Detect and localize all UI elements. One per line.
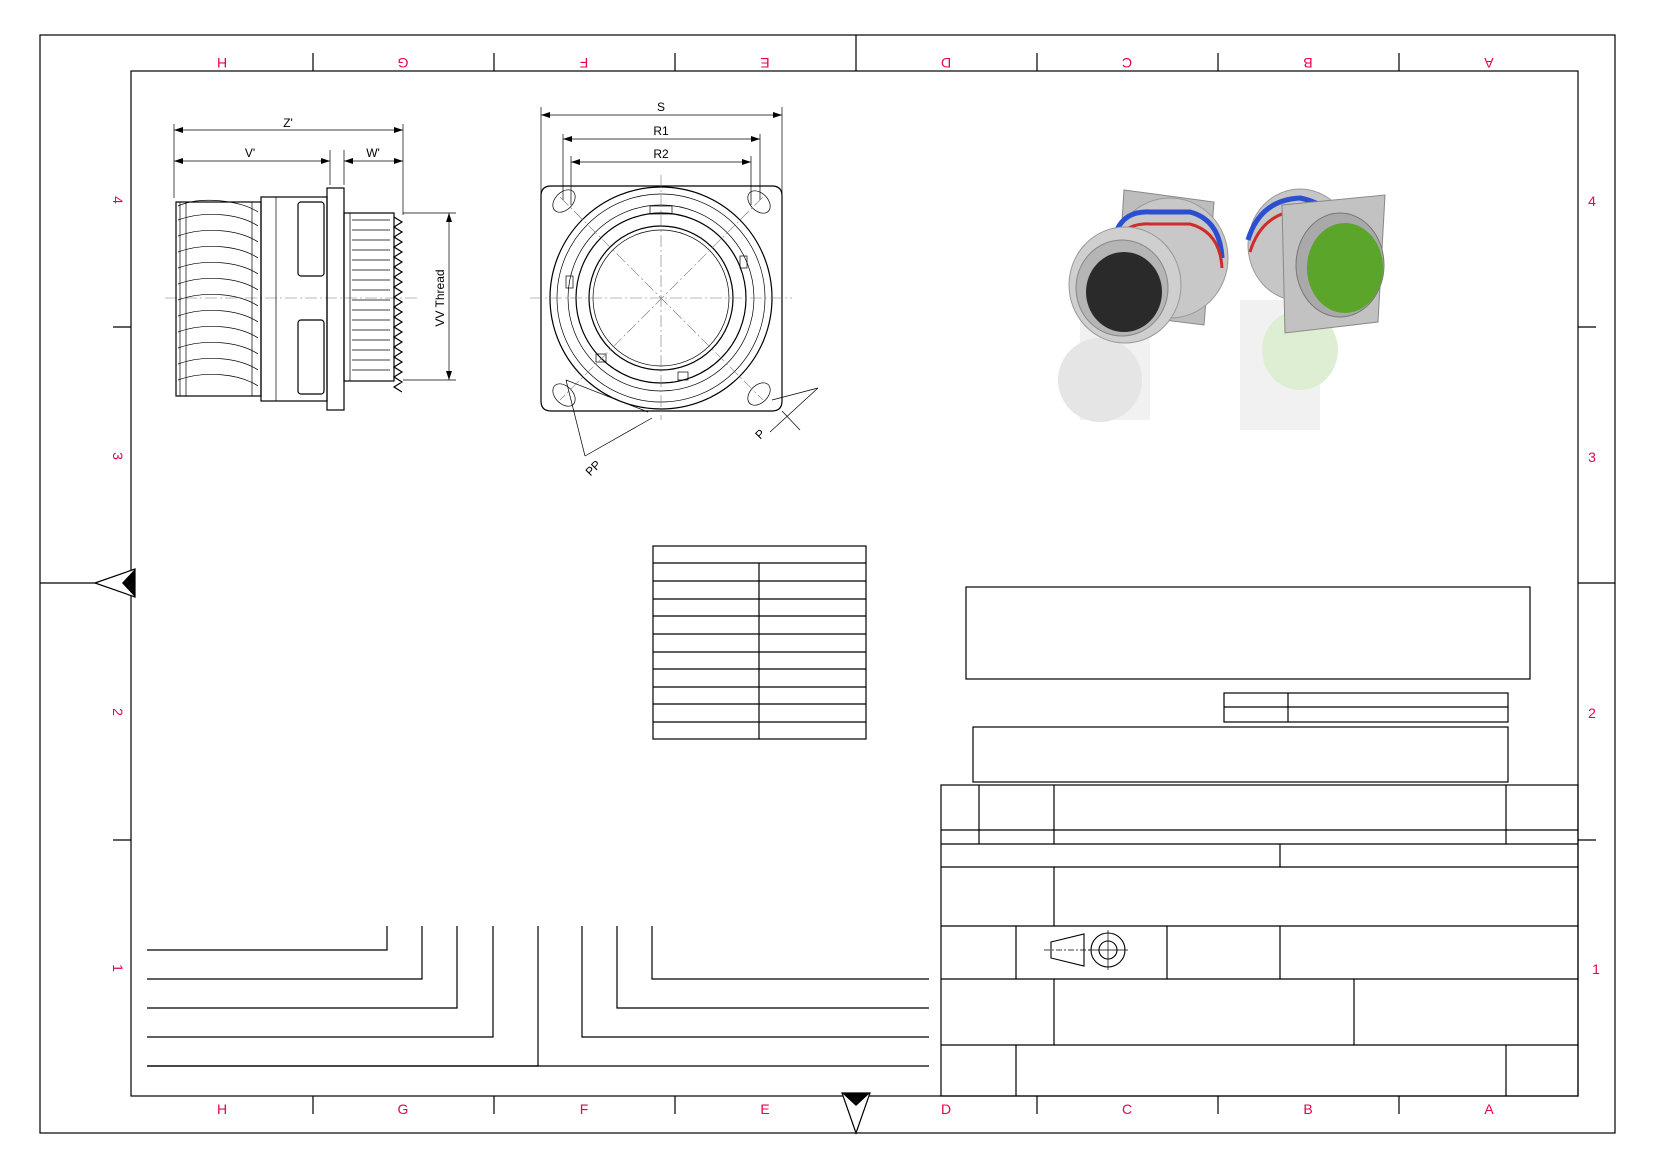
bottom-zone-D: D: [941, 1101, 951, 1117]
top-zone-D: D: [941, 55, 951, 71]
third-angle-projection-icon: [1044, 930, 1128, 970]
dim-v-prime: V': [245, 146, 255, 160]
side-view: Z' V' W' VV Thread: [165, 116, 456, 411]
thread-label: VV Thread: [433, 269, 447, 326]
right-zone-2: 2: [1588, 705, 1596, 721]
front-view: S R1 R2: [530, 100, 819, 479]
description-box: [972, 726, 1509, 783]
dim-r2: R2: [653, 147, 669, 161]
dim-s: S: [657, 100, 665, 114]
bottom-zone-E: E: [760, 1101, 769, 1117]
top-zone-H: H: [217, 55, 227, 71]
left-zone-2: 2: [110, 708, 126, 716]
top-zone-A: A: [1484, 55, 1494, 71]
title-block: [940, 784, 1579, 1097]
small-reference-box: [1223, 692, 1509, 723]
dim-w-prime: W': [366, 146, 380, 160]
right-zone-3: 3: [1588, 449, 1596, 465]
dim-pp: PP: [583, 458, 604, 479]
dim-r1: R1: [653, 124, 669, 138]
dimension-table: [652, 545, 867, 740]
top-zone-labels: H G F E D C B A: [217, 55, 1494, 71]
right-zone-labels: 4 3 2 1: [1588, 193, 1600, 977]
bottom-zone-G: G: [398, 1101, 409, 1117]
bottom-zone-B: B: [1303, 1101, 1312, 1117]
bottom-zone-F: F: [580, 1101, 589, 1117]
top-zone-B: B: [1303, 55, 1312, 71]
notes-box: [965, 586, 1531, 680]
right-zone-1: 1: [1592, 961, 1600, 977]
bottom-zone-A: A: [1484, 1101, 1494, 1117]
bottom-zone-labels: H G F E D C B A: [217, 1101, 1494, 1117]
left-zone-1: 1: [110, 964, 126, 972]
left-zone-3: 3: [110, 452, 126, 460]
revision-leader-lines: [147, 926, 929, 1067]
left-zone-labels: 4 3 2 1: [110, 196, 126, 972]
dim-p: P: [752, 426, 768, 442]
dim-z-prime: Z': [283, 116, 293, 130]
top-zone-F: F: [580, 55, 589, 71]
bottom-centering-arrow-fill: [842, 1093, 870, 1106]
top-zone-ticks: [312, 35, 1400, 71]
bottom-zone-H: H: [217, 1101, 227, 1117]
top-zone-E: E: [760, 55, 769, 71]
right-zone-4: 4: [1588, 193, 1596, 209]
bottom-zone-C: C: [1122, 1101, 1132, 1117]
left-zone-4: 4: [110, 196, 126, 204]
top-zone-C: C: [1122, 55, 1132, 71]
left-centering-arrow-fill: [122, 569, 135, 597]
outer-border: [39, 34, 1616, 1134]
top-zone-G: G: [398, 55, 409, 71]
connector-3d-render: [1058, 180, 1415, 440]
